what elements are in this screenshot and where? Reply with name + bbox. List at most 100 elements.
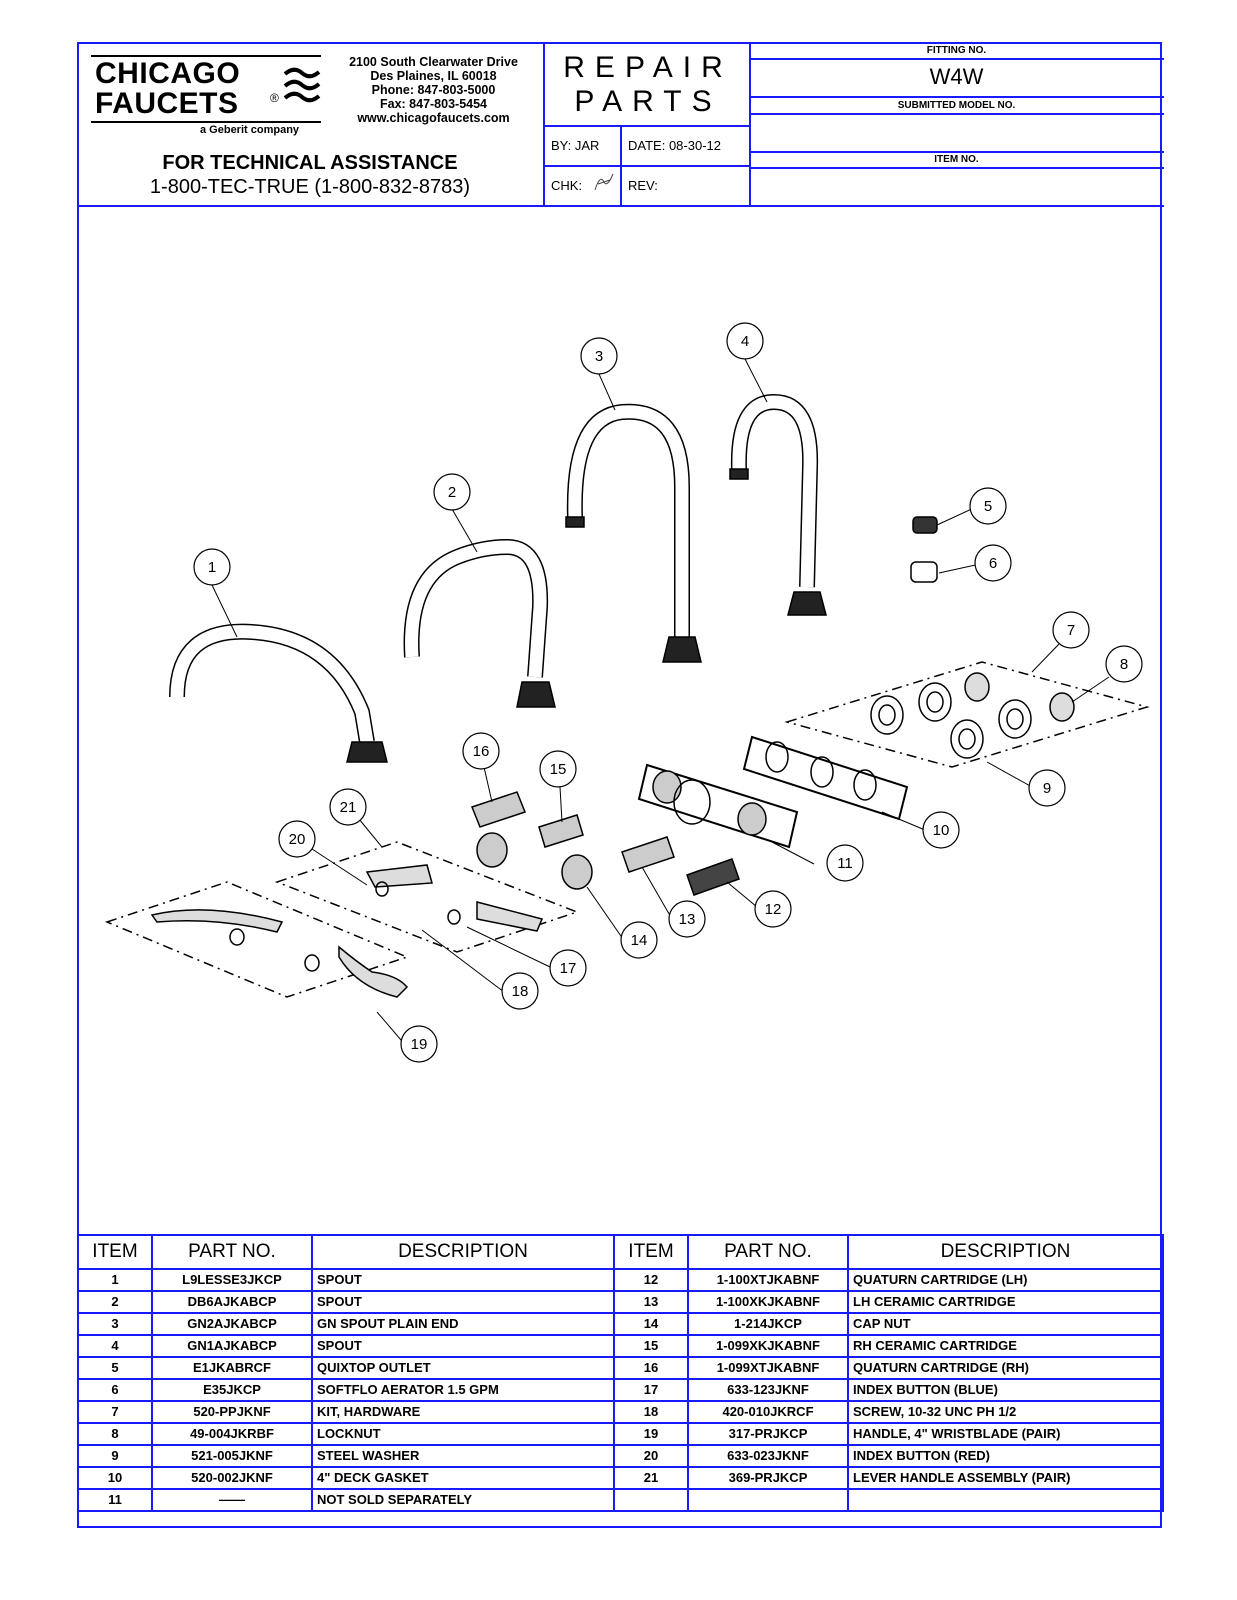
part-cell: DB6AJKABCP bbox=[151, 1290, 313, 1314]
callout-18 bbox=[501, 972, 539, 1010]
callout-21-label: 21 bbox=[340, 799, 357, 816]
item-cell: 4 bbox=[77, 1334, 153, 1358]
exploded-parts-diagram: 1 2 3 4 5 6 7 8 9 10 11 12 13 14 15 16 1… bbox=[104, 322, 1150, 1063]
washer-icon bbox=[950, 719, 984, 759]
cap-nut-icon bbox=[561, 854, 593, 890]
callout-18-label: 18 bbox=[512, 983, 529, 1000]
header-hline-b bbox=[543, 165, 751, 167]
desc-cell: SOFTFLO AERATOR 1.5 GPM bbox=[311, 1378, 615, 1402]
spout-3-icon bbox=[566, 403, 690, 637]
callout-3-label: 3 bbox=[595, 348, 603, 365]
title-repair: REPAIR bbox=[563, 51, 733, 84]
part-cell: 1-099XKJKABNF bbox=[687, 1334, 849, 1358]
wristblade-handle-icon bbox=[338, 945, 409, 998]
part-cell: GN1AJKABCP bbox=[151, 1334, 313, 1358]
callout-21 bbox=[329, 788, 367, 826]
desc-cell: CAP NUT bbox=[847, 1312, 1164, 1336]
part-cell: 633-123JKNF bbox=[687, 1378, 849, 1402]
item-cell: 7 bbox=[77, 1400, 153, 1424]
callout-7 bbox=[1052, 611, 1090, 649]
quixtop-outlet-icon bbox=[912, 516, 938, 534]
callout-1-label: 1 bbox=[208, 559, 216, 576]
callout-6-label: 6 bbox=[989, 555, 997, 572]
part-cell: L9LESSE3JKCP bbox=[151, 1268, 313, 1292]
table-row: 2 DB6AJKABCP SPOUT 13 1-100XKJKABNF LH C… bbox=[77, 1290, 1164, 1314]
header-hline-a bbox=[543, 125, 751, 127]
desc-cell: SPOUT bbox=[311, 1334, 615, 1358]
part-cell: 369-PRJKCP bbox=[687, 1466, 849, 1490]
callout-6 bbox=[974, 544, 1012, 582]
desc-cell: GN SPOUT PLAIN END bbox=[311, 1312, 615, 1336]
by-value: JAR bbox=[574, 138, 600, 153]
callout-4 bbox=[726, 322, 764, 360]
header-hline-g bbox=[749, 167, 1164, 169]
washer-icon bbox=[870, 695, 904, 735]
callout-4-label: 4 bbox=[741, 333, 749, 350]
item-cell: 5 bbox=[77, 1356, 153, 1380]
header-part-no: PART NO. bbox=[687, 1234, 849, 1270]
by-label: BY: bbox=[551, 138, 572, 153]
desc-cell: NOT SOLD SEPARATELY bbox=[311, 1488, 615, 1512]
washer-icon bbox=[998, 699, 1032, 739]
callout-17-label: 17 bbox=[560, 960, 577, 977]
hardware-kit-outline bbox=[784, 661, 1150, 768]
faucet-body-icon bbox=[637, 763, 799, 849]
header-hline-c bbox=[749, 58, 1164, 60]
item-cell: 11 bbox=[77, 1488, 153, 1512]
lever-handle-icon bbox=[476, 901, 544, 932]
item-cell: 13 bbox=[613, 1290, 689, 1314]
rev-field: REV: bbox=[628, 178, 658, 193]
desc-cell: LH CERAMIC CARTRIDGE bbox=[847, 1290, 1164, 1314]
logo-line-2: FAUCETS bbox=[95, 87, 239, 120]
desc-cell: QUATURN CARTRIDGE (RH) bbox=[847, 1356, 1164, 1380]
cartridge-12-icon bbox=[686, 858, 740, 896]
table-row: 1 L9LESSE3JKCP SPOUT 12 1-100XTJKABNF QU… bbox=[77, 1268, 1164, 1292]
chk-field: CHK: bbox=[551, 178, 582, 193]
header-part-no: PART NO. bbox=[151, 1234, 313, 1270]
header-hline-d bbox=[749, 96, 1164, 98]
rev-label: REV: bbox=[628, 178, 658, 193]
by-field: BY: JAR bbox=[551, 138, 599, 153]
table-row: 5 E1JKABRCF QUIXTOP OUTLET 16 1-099XTJKA… bbox=[77, 1356, 1164, 1380]
callout-10-label: 10 bbox=[933, 822, 950, 839]
item-cell: 18 bbox=[613, 1400, 689, 1424]
callout-8 bbox=[1105, 645, 1143, 683]
callout-10 bbox=[922, 811, 960, 849]
spout-2-base-icon bbox=[516, 681, 556, 708]
callout-1 bbox=[193, 548, 231, 586]
callout-11 bbox=[826, 844, 864, 882]
washer-icon bbox=[918, 682, 952, 722]
logo-reg-mark: ® bbox=[270, 91, 279, 105]
callout-11-label: 11 bbox=[837, 855, 853, 872]
callout-7-label: 7 bbox=[1067, 622, 1075, 639]
item-cell: 1 bbox=[77, 1268, 153, 1292]
part-cell: 1-100XTJKABNF bbox=[687, 1268, 849, 1292]
part-cell bbox=[687, 1488, 849, 1512]
fitting-label: FITTING NO. bbox=[926, 45, 987, 56]
callout-15 bbox=[539, 750, 577, 788]
date-value: 08-30-12 bbox=[668, 138, 721, 153]
table-header-row: ITEM PART NO. DESCRIPTION ITEM PART NO. … bbox=[77, 1234, 1164, 1270]
part-cell: 1-100XKJKABNF bbox=[687, 1290, 849, 1314]
desc-cell: SPOUT bbox=[311, 1268, 615, 1292]
desc-cell: INDEX BUTTON (BLUE) bbox=[847, 1378, 1164, 1402]
drawing-sheet bbox=[77, 42, 1162, 1528]
wristblade-plane bbox=[104, 881, 410, 998]
item-cell: 16 bbox=[613, 1356, 689, 1380]
table-row: 9 521-005JKNF STEEL WASHER 20 633-023JKN… bbox=[77, 1444, 1164, 1468]
item-cell: 10 bbox=[77, 1466, 153, 1490]
spout-4-icon bbox=[730, 393, 819, 588]
desc-cell: QUIXTOP OUTLET bbox=[311, 1356, 615, 1380]
part-cell: 317-PRJKCP bbox=[687, 1422, 849, 1446]
lever-handle-plane bbox=[274, 841, 580, 953]
callout-5 bbox=[969, 487, 1007, 525]
part-cell: E1JKABRCF bbox=[151, 1356, 313, 1380]
callout-14 bbox=[620, 921, 658, 959]
part-cell: 633-023JKNF bbox=[687, 1444, 849, 1468]
desc-cell: INDEX BUTTON (RED) bbox=[847, 1444, 1164, 1468]
spout-4-base-icon bbox=[787, 591, 827, 616]
title-parts: PARTS bbox=[574, 85, 722, 118]
callout-3 bbox=[580, 337, 618, 375]
table-row: 6 E35JKCP SOFTFLO AERATOR 1.5 GPM 17 633… bbox=[77, 1378, 1164, 1402]
logo-wave-icon bbox=[283, 67, 321, 103]
